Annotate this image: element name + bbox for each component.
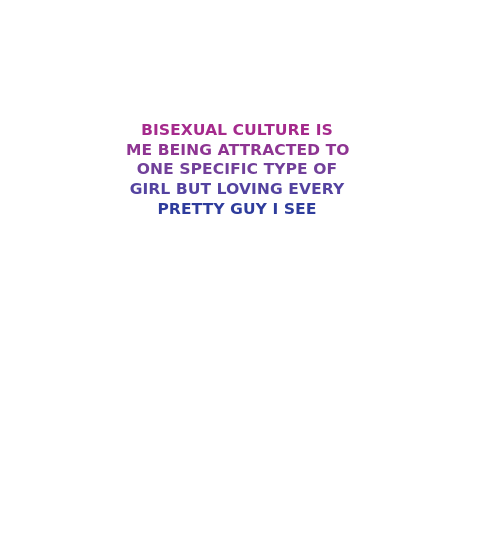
slogan-line-5: PRETTY GUY I SEE [157,199,317,218]
slogan-line-1: BISEXUAL CULTURE IS [141,121,333,139]
slogan-line-4: GIRL BUT LOVING EVERY [129,180,345,199]
slogan-line-3: ONE SPECIFIC TYPE OF [136,160,338,179]
slogan-line-2: ME BEING ATTRACTED TO [126,140,350,159]
slogan-text: BISEXUAL CULTURE IS ME BEING ATTRACTED T… [126,121,350,220]
